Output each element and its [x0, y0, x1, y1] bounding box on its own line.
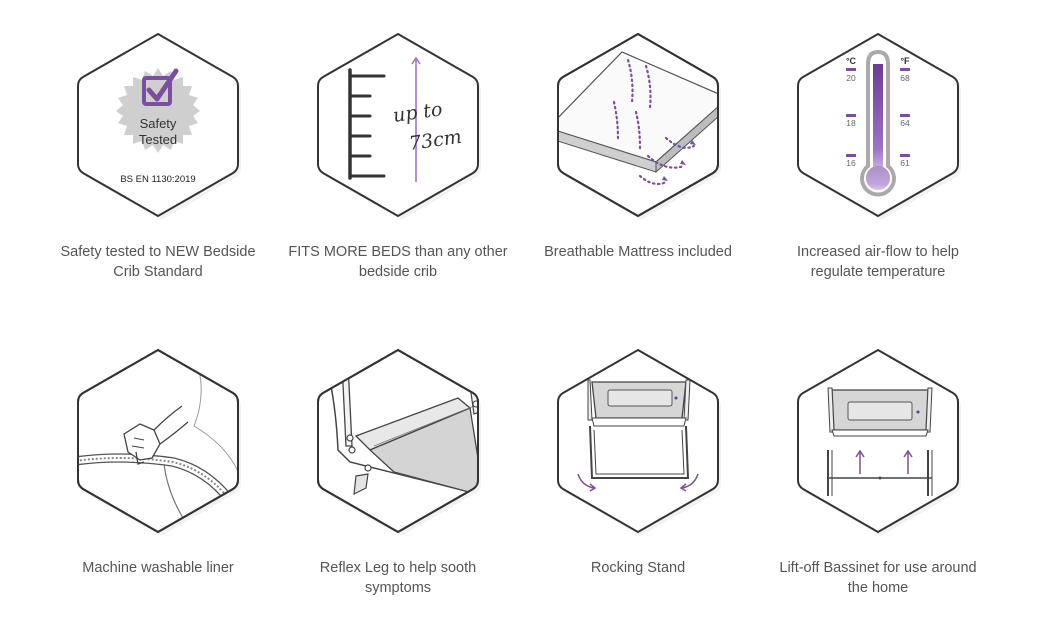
- standard-label: BS EN 1130:2019: [120, 174, 195, 185]
- scale-c-2: 16: [846, 158, 856, 168]
- unit-fahrenheit: °F: [900, 56, 910, 66]
- feature-caption: Rocking Stand: [590, 560, 686, 576]
- scale-f-0: 68: [900, 73, 910, 83]
- feature-caption: Safety tested to NEW Bedside Crib Standa…: [60, 244, 256, 280]
- scale-f-2: 61: [900, 158, 910, 168]
- badge-text-line1: Safety: [140, 116, 177, 131]
- feature-caption: Machine washable liner: [82, 560, 234, 576]
- feature-hexagon: °C °F 20 18 16 68 64 61: [788, 30, 968, 220]
- height-scale-icon: up to 73cm: [348, 56, 463, 182]
- badge-text-line2: Tested: [139, 132, 177, 147]
- feature-caption: Increased air-flow to help regulate temp…: [797, 244, 959, 280]
- feature-hexagon: up to 73cm: [308, 30, 488, 220]
- thermometer-icon: [846, 49, 910, 197]
- feature-caption: Reflex Leg to help sooth symptoms: [319, 560, 477, 596]
- feature-hexagon: [548, 30, 728, 220]
- rocking-stand-icon: [577, 379, 699, 492]
- feature-hexagon: [788, 346, 968, 536]
- feature-caption: FITS MORE BEDS than any other bedside cr…: [288, 244, 508, 280]
- scale-f-1: 64: [900, 118, 910, 128]
- scale-c-0: 20: [846, 73, 856, 83]
- feature-hexagon: Safety Tested BS EN 1130:2019: [68, 30, 248, 220]
- safety-tested-badge-icon: Safety Tested: [116, 68, 200, 153]
- feature-hexagon: [68, 346, 248, 536]
- feature-caption: Lift-off Bassinet for use around the hom…: [779, 560, 977, 596]
- lift-off-bassinet-icon: [827, 387, 933, 496]
- breathable-mattress-icon: [558, 51, 718, 186]
- feature-hexagon: [308, 346, 488, 536]
- feature-caption: Breathable Mattress included: [544, 244, 732, 260]
- scale-c-1: 18: [846, 118, 856, 128]
- feature-hexagon: [548, 346, 728, 536]
- unit-celsius: °C: [846, 56, 857, 66]
